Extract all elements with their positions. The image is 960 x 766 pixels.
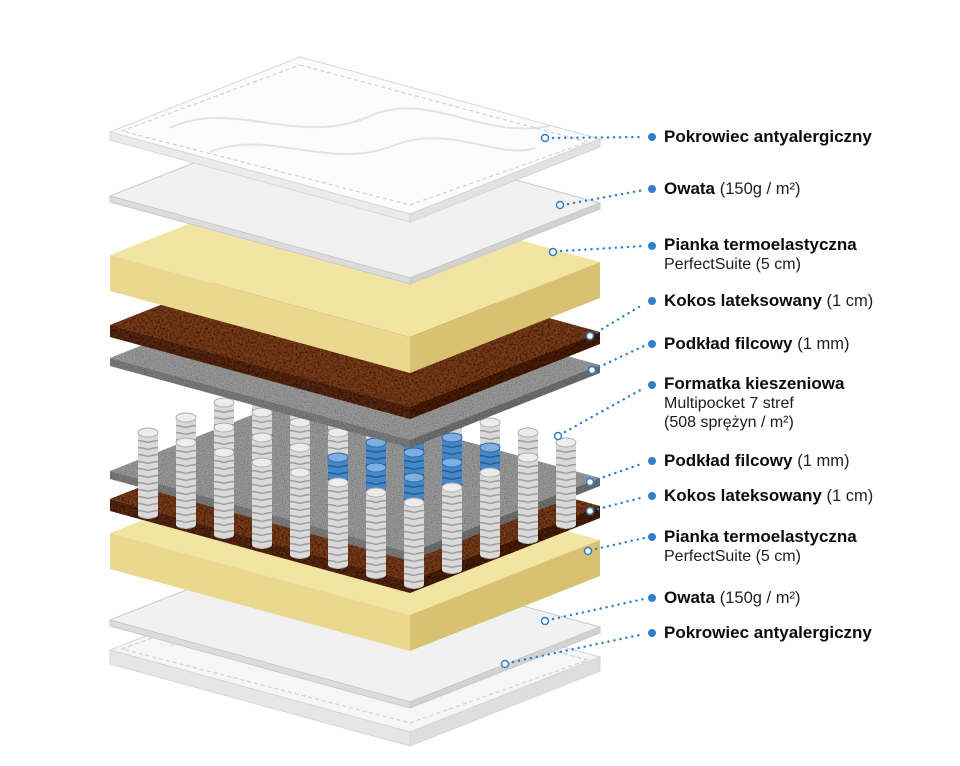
leader-start-ring	[553, 431, 563, 441]
label-detail-text: (1 cm)	[826, 487, 874, 505]
leader-start-ring	[555, 200, 565, 210]
leader-coconut-bottom	[585, 492, 656, 516]
label-bold-text: Podkład filcowy	[664, 451, 793, 470]
label-owata-bottom: Owata (150g / m²)	[664, 587, 800, 609]
label-detail-text: (150g / m²)	[719, 589, 801, 607]
leader-coconut-top	[585, 297, 656, 341]
label-line: Podkład filcowy (1 mm)	[664, 450, 849, 472]
leader-start-ring	[583, 546, 593, 556]
leader-foam-top	[548, 242, 656, 257]
label-bold-text: Formatka kieszeniowa	[664, 374, 845, 393]
leader-end-dot	[648, 594, 656, 602]
leader-start-ring	[585, 477, 595, 487]
leader-start-ring	[587, 365, 597, 375]
leader-start-ring	[500, 659, 510, 669]
leader-start-ring	[540, 133, 550, 143]
label-line: Formatka kieszeniowa	[664, 373, 844, 394]
leader-owata-bottom	[540, 594, 656, 626]
label-coconut-top: Kokos lateksowany (1 cm)	[664, 290, 873, 312]
leader-end-dot	[648, 533, 656, 541]
leader-start-ring	[548, 247, 558, 257]
label-owata-top: Owata (150g / m²)	[664, 178, 800, 200]
leader-end-dot	[648, 133, 656, 141]
label-felt-bottom: Podkład filcowy (1 mm)	[664, 450, 849, 472]
leader-end-dot	[648, 492, 656, 500]
label-subline: PerfectSuite (5 cm)	[664, 548, 801, 565]
leader-end-dot	[648, 457, 656, 465]
label-detail-text: (1 cm)	[826, 292, 874, 310]
leader-start-ring	[540, 616, 550, 626]
label-foam-top: Pianka termoelastyczna PerfectSuite (5 c…	[664, 234, 857, 274]
label-foam-bottom: Pianka termoelastyczna PerfectSuite (5 c…	[664, 526, 857, 566]
label-bold-text: Pianka termoelastyczna	[664, 235, 857, 254]
label-bold-text: Pianka termoelastyczna	[664, 527, 857, 546]
label-subline: PerfectSuite (5 cm)	[664, 256, 801, 273]
label-cover-bottom: Pokrowiec antyalergiczny	[664, 622, 872, 643]
label-springs: Formatka kieszeniowa Multipocket 7 stref…	[664, 373, 844, 432]
label-subline: Multipocket 7 stref	[664, 395, 794, 412]
leader-owata-top	[555, 185, 656, 210]
spring-coil	[175, 437, 197, 530]
label-subline: (508 sprężyn / m²)	[664, 414, 794, 431]
leader-foam-bottom	[583, 533, 656, 556]
spring-coil	[365, 487, 387, 580]
spring-coil	[213, 447, 235, 540]
spring-coil	[403, 497, 425, 590]
spring-coil	[479, 467, 501, 560]
label-coconut-bottom: Kokos lateksowany (1 cm)	[664, 485, 873, 507]
label-bold-text: Pokrowiec antyalergiczny	[664, 623, 872, 642]
leader-end-dot	[648, 185, 656, 193]
spring-coil	[137, 427, 159, 520]
spring-coil	[555, 437, 577, 530]
leader-springs	[553, 381, 656, 441]
label-line: Kokos lateksowany (1 cm)	[664, 485, 873, 507]
spring-coil	[251, 457, 273, 550]
layer-cover-top	[108, 56, 602, 223]
leader-cover-bottom	[500, 629, 656, 669]
label-line: Pokrowiec antyalergiczny	[664, 126, 872, 147]
leader-end-dot	[648, 297, 656, 305]
leader-felt-top	[587, 340, 656, 375]
spring-coil	[327, 477, 349, 570]
leader-end-dot	[648, 381, 656, 389]
label-detail-text: (1 mm)	[797, 452, 850, 470]
label-line: Podkład filcowy (1 mm)	[664, 333, 849, 355]
label-line: Kokos lateksowany (1 cm)	[664, 290, 873, 312]
spring-coil	[441, 482, 463, 575]
label-cover-top: Pokrowiec antyalergiczny	[664, 126, 872, 147]
label-detail-text: (150g / m²)	[719, 180, 801, 198]
label-line: Owata (150g / m²)	[664, 178, 800, 200]
leader-felt-bottom	[585, 457, 656, 487]
leader-start-ring	[585, 506, 595, 516]
label-bold-text: Owata	[664, 588, 716, 607]
leader-lines	[500, 133, 656, 669]
label-line: Pianka termoelastyczna	[664, 526, 857, 547]
label-line: Pianka termoelastyczna	[664, 234, 857, 255]
leader-end-dot	[648, 629, 656, 637]
leader-end-dot	[648, 340, 656, 348]
label-bold-text: Kokos lateksowany	[664, 291, 822, 310]
label-bold-text: Owata	[664, 179, 716, 198]
label-line: Owata (150g / m²)	[664, 587, 800, 609]
leader-start-ring	[585, 331, 595, 341]
leader-cover-top	[540, 133, 656, 143]
label-felt-top: Podkład filcowy (1 mm)	[664, 333, 849, 355]
leader-end-dot	[648, 242, 656, 250]
label-bold-text: Pokrowiec antyalergiczny	[664, 127, 872, 146]
spring-coil	[289, 467, 311, 560]
mattress-exploded-illustration	[108, 56, 602, 747]
label-bold-text: Kokos lateksowany	[664, 486, 822, 505]
label-detail-text: (1 mm)	[797, 335, 850, 353]
spring-coil	[517, 452, 539, 545]
label-bold-text: Podkład filcowy	[664, 334, 793, 353]
label-line: Pokrowiec antyalergiczny	[664, 622, 872, 643]
